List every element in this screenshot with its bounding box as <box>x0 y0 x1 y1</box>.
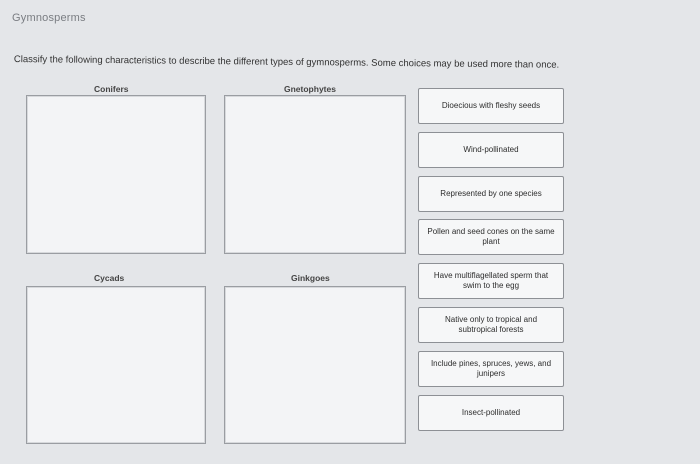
category-label-conifers: Conifers <box>94 84 129 94</box>
category-label-gnetophytes: Gnetophytes <box>284 84 336 94</box>
category-label-cycads: Cycads <box>94 273 125 283</box>
dropzone-conifers[interactable] <box>26 95 206 254</box>
instructions-text: Classify the following characteristics t… <box>13 54 560 71</box>
category-label-ginkgoes: Ginkgoes <box>291 273 330 283</box>
page-title: Gymnosperms <box>12 12 86 24</box>
dropzone-gnetophytes[interactable] <box>224 95 406 254</box>
choice-tropical-subtropical-forests[interactable]: Native only to tropical and subtropical … <box>418 307 564 343</box>
choice-dioecious-fleshy-seeds[interactable]: Dioecious with fleshy seeds <box>418 88 564 124</box>
choice-multiflagellated-sperm[interactable]: Have multiflagellated sperm that swim to… <box>418 263 564 299</box>
dropzone-cycads[interactable] <box>26 286 206 444</box>
choice-pines-spruces-yews-junipers[interactable]: Include pines, spruces, yews, and junipe… <box>418 351 564 387</box>
dropzone-ginkgoes[interactable] <box>224 286 406 444</box>
choice-one-species[interactable]: Represented by one species <box>418 176 564 212</box>
choice-pollen-seed-cones-same-plant[interactable]: Pollen and seed cones on the same plant <box>418 219 564 255</box>
choice-insect-pollinated[interactable]: Insect-pollinated <box>418 395 564 431</box>
choice-wind-pollinated[interactable]: Wind-pollinated <box>418 132 564 168</box>
